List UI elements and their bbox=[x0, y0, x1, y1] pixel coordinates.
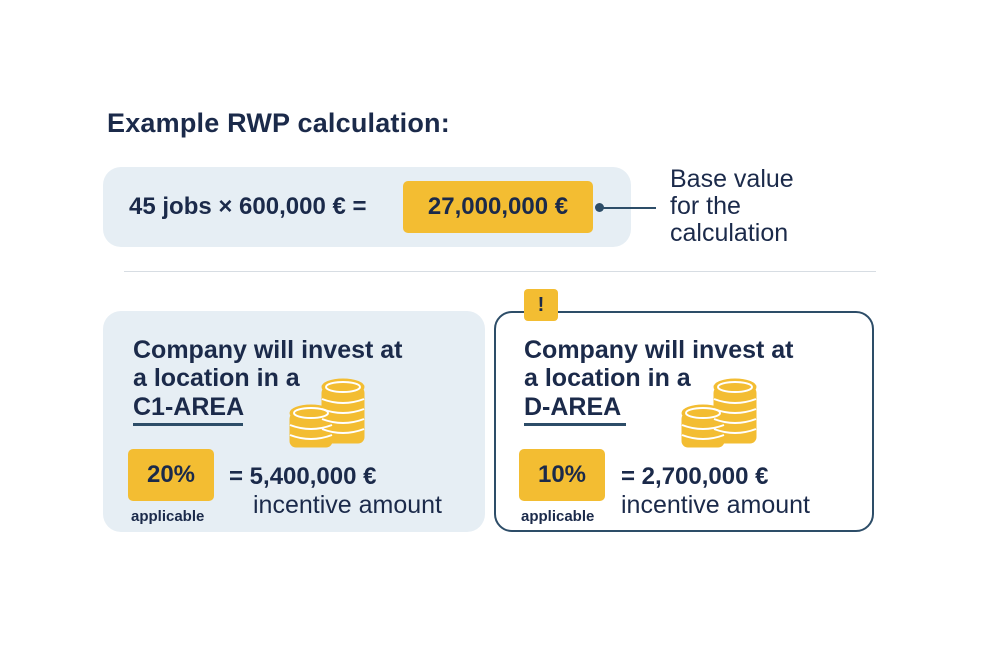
base-value-note-line: for the bbox=[670, 192, 741, 220]
base-value-text: 27,000,000 € bbox=[427, 193, 569, 220]
base-value-note-line: Base value bbox=[670, 165, 794, 193]
coins-icon bbox=[289, 378, 365, 448]
d-amount: = 2,700,000 € bbox=[621, 463, 769, 490]
card-heading-line: Company will invest at bbox=[133, 336, 403, 364]
c1-area-label: C1-AREA bbox=[133, 393, 245, 421]
c1-percent: 20% bbox=[146, 461, 196, 488]
coins-icon bbox=[681, 378, 757, 448]
card-heading-line: a location in a bbox=[524, 364, 691, 392]
d-amount-label: incentive amount bbox=[621, 491, 811, 519]
connector-dot bbox=[595, 203, 604, 212]
formula-expression: 45 jobs × 600,000 € = bbox=[129, 193, 367, 220]
d-area-underline bbox=[524, 423, 626, 426]
c1-percent-badge: 20% bbox=[128, 449, 214, 501]
base-value-badge: 27,000,000 € bbox=[403, 181, 593, 233]
page-title: Example RWP calculation: bbox=[107, 108, 450, 138]
d-card-heading: Company will invest at a location in a bbox=[524, 336, 794, 392]
c1-amount-label: incentive amount bbox=[253, 491, 443, 519]
d-applicable-label: applicable bbox=[521, 508, 595, 525]
base-value-note: Base value for the calculation bbox=[670, 166, 794, 247]
c1-card-heading: Company will invest at a location in a bbox=[133, 336, 403, 392]
d-percent: 10% bbox=[537, 461, 587, 488]
warning-icon: ! bbox=[524, 289, 558, 321]
c1-amount: = 5,400,000 € bbox=[229, 463, 377, 490]
warning-mark: ! bbox=[537, 293, 545, 316]
c1-applicable-label: applicable bbox=[131, 508, 205, 525]
section-divider bbox=[124, 271, 876, 272]
connector-line bbox=[598, 207, 656, 209]
base-value-note-line: calculation bbox=[670, 219, 789, 247]
d-area-label: D-AREA bbox=[524, 393, 622, 421]
card-heading-line: Company will invest at bbox=[524, 336, 794, 364]
d-percent-badge: 10% bbox=[519, 449, 605, 501]
card-heading-line: a location in a bbox=[133, 364, 300, 392]
c1-area-underline bbox=[133, 423, 243, 426]
